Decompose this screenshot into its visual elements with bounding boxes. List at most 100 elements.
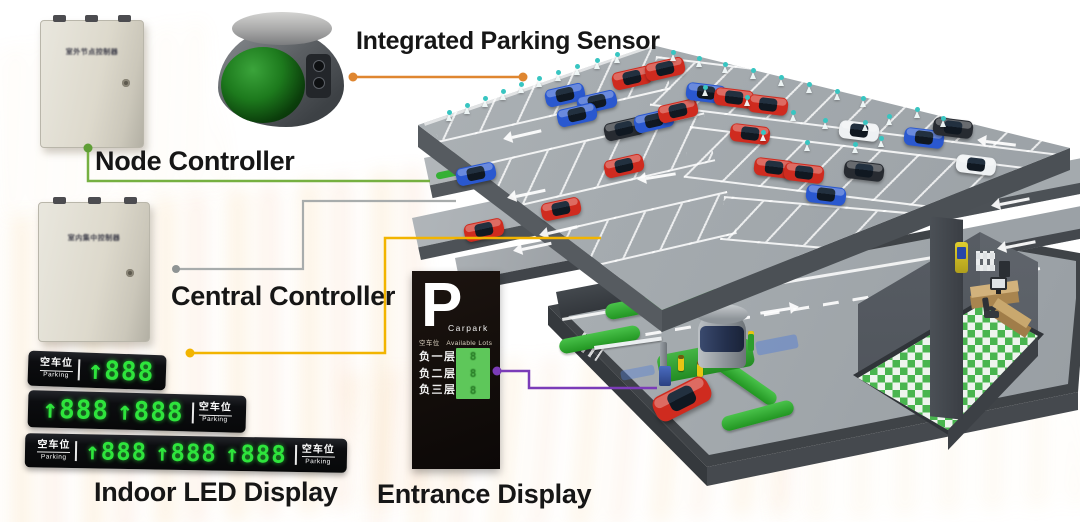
indoor-led-display-caption: Indoor LED Display: [94, 477, 338, 507]
cn-text: 空车位: [301, 443, 335, 456]
sensor-button-panel: [306, 54, 331, 98]
sensor-cap: [232, 12, 332, 45]
parking-sensor-marker: [498, 89, 508, 101]
monitor-stand: [996, 290, 1001, 294]
sensor-green-dome: [221, 47, 305, 123]
car-red: [747, 93, 789, 117]
mounting-tab: [53, 15, 66, 22]
parking-sensor-marker: [884, 114, 894, 126]
lane-arrow: [985, 140, 1016, 147]
parking-sensor-marker: [850, 142, 860, 154]
car-red: [539, 196, 583, 222]
central-controller-box: 室内集中控制器: [38, 197, 150, 342]
parking-sensor-marker: [516, 82, 526, 94]
parking-sensor-marker: [700, 85, 710, 97]
parking-sensor-marker: [860, 120, 870, 132]
node-controller-box: 室外节点控制器: [40, 15, 144, 148]
mounting-tab: [88, 197, 101, 204]
car-black: [843, 159, 885, 183]
parking-sensor-marker: [612, 52, 622, 64]
box-label: 室外节点控制器: [65, 49, 119, 56]
keyhole: [126, 269, 134, 277]
parking-sensor-marker: [912, 107, 922, 119]
entrance-display-caption: Entrance Display: [377, 479, 592, 509]
car-blue: [454, 161, 498, 187]
ticket-machine: [659, 366, 671, 386]
car-white: [955, 153, 997, 177]
integrated-parking-sensor-label: Integrated Parking Sensor: [356, 27, 660, 55]
parking-sensor-marker: [592, 58, 602, 70]
cn-text: 空车位: [198, 401, 232, 414]
available-lots-text: 空车位 Available Lots: [419, 337, 492, 347]
parking-sensor-marker: [858, 96, 868, 108]
parking-sensor-marker: [748, 68, 758, 80]
parking-sensor-marker: [720, 62, 730, 74]
floor-row: 负一层: [419, 351, 457, 363]
parking-sensor-marker: [668, 50, 678, 62]
box-label: 室内集中控制器: [67, 235, 121, 242]
parking-sensor-marker: [832, 89, 842, 101]
led-count-segment: ↑888: [116, 395, 185, 428]
sensor-button: [313, 77, 325, 89]
led-count-segment: ↑888: [42, 394, 110, 426]
wall-dark-panel: [999, 261, 1010, 277]
parking-sensor-marker: [802, 140, 812, 152]
parking-sensor-marker: [788, 110, 798, 122]
lane-arrow: [760, 307, 791, 315]
parking-sensor-marker: [876, 136, 886, 148]
car-blue: [805, 183, 847, 207]
exit-post: [748, 331, 754, 351]
lane-arrow: [515, 188, 546, 198]
led-count-segment: ↑888: [87, 355, 155, 388]
car-red: [462, 217, 506, 243]
central-controller-label: Central Controller: [171, 281, 396, 311]
parking-sensor-marker: [480, 96, 490, 108]
cn-text: 空车位: [37, 439, 71, 451]
led-count-segment: ↑888: [224, 439, 287, 469]
kiosk-screen: [957, 247, 966, 259]
wall-switch-panel: [976, 251, 995, 271]
parking-sensor-marker: [462, 103, 472, 115]
car-white: [838, 119, 880, 143]
parking-sensor-marker: [444, 110, 454, 122]
entrance-display-panel: P Carpark 空车位 Available Lots 负一层负二层负三层 8…: [412, 271, 500, 469]
parking-sensor-marker: [938, 116, 948, 128]
cn-text: 空车位: [39, 357, 74, 370]
floor-row: 负三层: [419, 384, 457, 396]
floor-led-digit: 8: [469, 367, 477, 380]
en-text: Parking: [202, 415, 228, 424]
chair-seat: [984, 311, 999, 318]
toll-booth: [696, 304, 748, 368]
barrier-pole: [660, 342, 667, 369]
mounting-tab: [85, 15, 98, 22]
monitor: [990, 277, 1007, 290]
lane-arrow: [521, 241, 552, 251]
bollard: [678, 355, 684, 371]
car-red: [656, 97, 700, 125]
floor-row: 负二层: [419, 367, 457, 380]
keyhole: [122, 79, 130, 87]
lane-arrow: [511, 129, 542, 139]
parking-sensor-marker: [694, 56, 704, 68]
node-controller-label: Node Controller: [95, 146, 295, 176]
lane-arrow: [999, 197, 1030, 206]
floor-list: 负一层负二层负三层: [419, 349, 457, 399]
en-text: Parking: [305, 457, 331, 466]
parking-sensor-marker: [820, 118, 830, 130]
en-text: Parking: [43, 371, 69, 380]
sensor-button: [313, 60, 325, 72]
parking-cn-label: 空车位 Parking: [37, 439, 78, 462]
car-red: [649, 373, 715, 425]
parking-sensor-marker: [572, 64, 582, 76]
en-text: Parking: [40, 453, 67, 461]
led-count-segment: ↑888: [85, 437, 148, 467]
mounting-tab: [124, 197, 137, 204]
wall-kiosk-device: [955, 242, 968, 273]
